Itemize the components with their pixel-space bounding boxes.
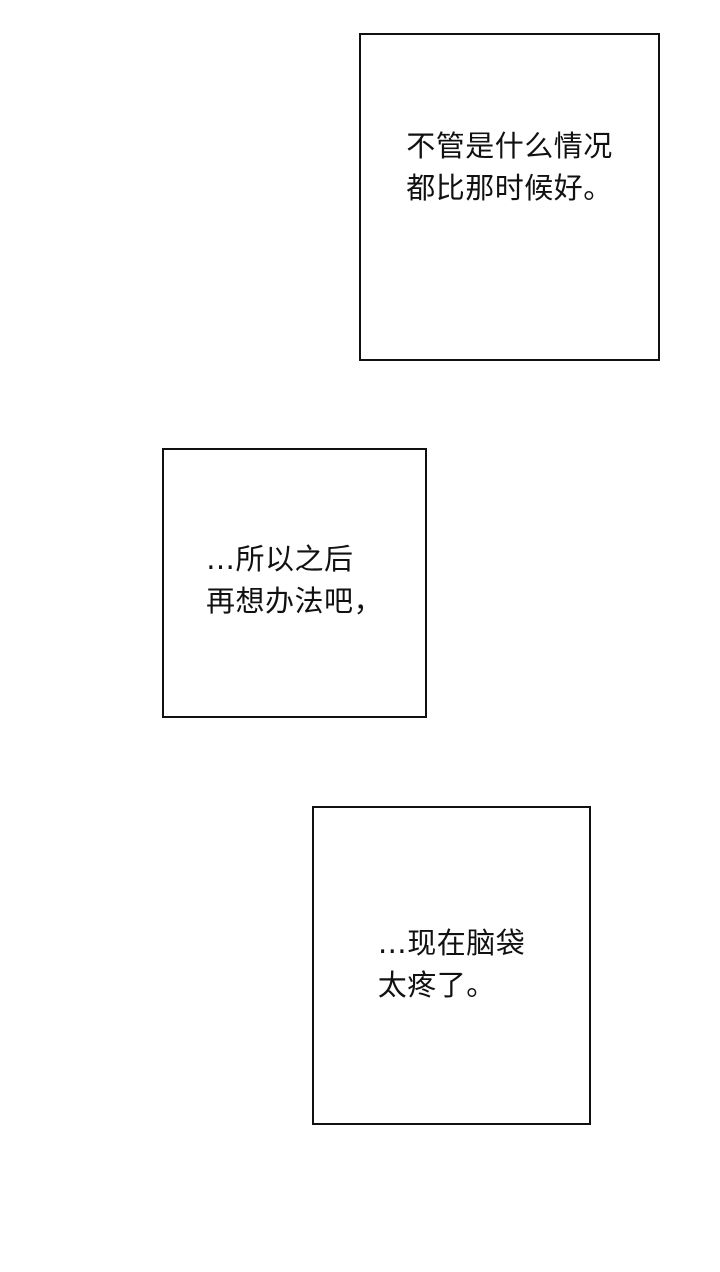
caption-line: …所以之后	[205, 542, 354, 577]
caption-line: …现在脑袋	[377, 925, 526, 960]
caption-line: 不管是什么情况	[406, 129, 613, 164]
caption-line: 再想办法吧，	[205, 584, 383, 618]
caption-text: …现在脑袋 太疼了。	[378, 923, 526, 1007]
caption-text: …所以之后 再想办法吧，	[206, 539, 383, 623]
comic-panel-2: …所以之后 再想办法吧，	[162, 448, 427, 718]
comic-panel-1: 不管是什么情况 都比那时候好。	[359, 33, 660, 361]
comic-panel-3: …现在脑袋 太疼了。	[312, 806, 591, 1125]
caption-line: 太疼了。	[377, 967, 496, 1002]
caption-text: 不管是什么情况 都比那时候好。	[406, 126, 613, 210]
caption-line: 都比那时候好。	[406, 171, 613, 205]
